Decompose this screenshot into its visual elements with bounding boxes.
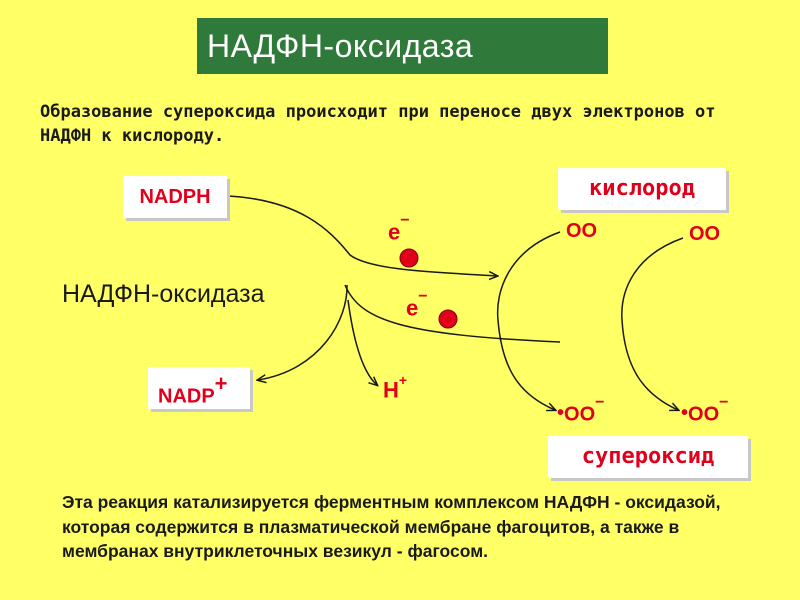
electron-dot-1 (399, 248, 419, 268)
nadp-text: NADP (158, 385, 215, 408)
superoxide-box: супероксид (548, 436, 748, 478)
oxygen-molecule-2: OO (689, 223, 721, 245)
electron-path-1 (227, 195, 497, 276)
oxygen-molecule-1: OO (566, 220, 598, 242)
slide-subtitle: Образование супероксида происходит при п… (40, 102, 716, 146)
nadp-path (258, 284, 348, 380)
nadp-charge: + (214, 371, 228, 396)
oxygen-reduction-1 (496, 231, 561, 410)
superoxide-molecule-1: •OO− (557, 394, 605, 426)
electron-label-1: e− (388, 212, 410, 245)
electron-path-2 (344, 284, 561, 343)
electron-dot-2 (438, 309, 458, 329)
nadph-box: NADPH (123, 176, 227, 218)
electron-label-2: e− (406, 288, 428, 321)
proton-path (347, 299, 377, 385)
footer-text: Эта реакция катализируется ферментным ко… (62, 492, 721, 561)
oxygen-box: кислород (558, 168, 726, 210)
oxygen-reduction-2 (621, 237, 684, 410)
superoxide-molecule-2: •OO− (681, 394, 729, 426)
slide-title: НАДФН-оксидаза (197, 18, 608, 74)
nadp-box: NADP+ (148, 367, 250, 409)
proton-label: H+ (383, 372, 408, 403)
enzyme-label: НАДФН-оксидаза (62, 280, 265, 308)
